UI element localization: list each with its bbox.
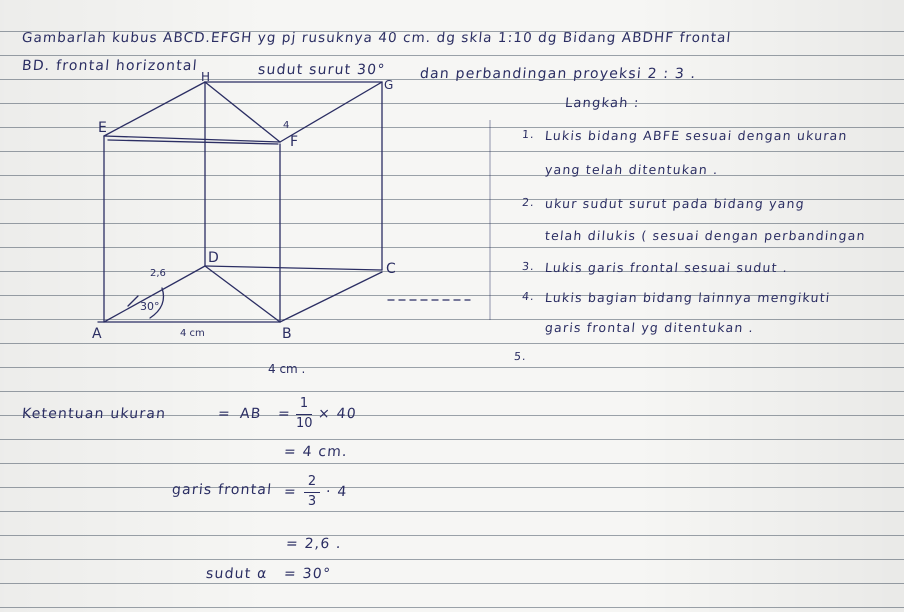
- edge-bc: [279, 271, 383, 323]
- step-3-line-1: Lukis garis frontal sesuai sudut .: [544, 260, 789, 275]
- step-4-line-1: Lukis bagian bidang lainnya mengikuti: [544, 290, 832, 305]
- calc-eq-1: =: [217, 406, 232, 422]
- vertex-f-label: F: [290, 134, 299, 150]
- calc-frontal-rhs: · 4: [325, 484, 349, 500]
- frac1-numerator: 1: [299, 396, 309, 411]
- ab-length-label: 4 cm: [180, 328, 205, 339]
- step-1-line-2: yang telah ditentukan .: [544, 162, 720, 177]
- bottom-length-label: 4 cm .: [268, 362, 306, 376]
- calc-eq-2: =: [277, 406, 292, 422]
- vertex-h-label: H: [201, 70, 211, 84]
- step-4-num: 4.: [521, 290, 536, 303]
- step-1-num: 1.: [521, 128, 536, 141]
- edge-fg: [279, 81, 383, 143]
- vertex-b-label: B: [282, 326, 292, 342]
- edge-ef: [103, 135, 281, 143]
- step-4-line-2: garis frontal yg ditentukan .: [544, 320, 755, 335]
- vertex-c-label: C: [386, 261, 396, 277]
- edge-db: [204, 265, 281, 323]
- step-3-num: 3.: [521, 260, 536, 273]
- calc-heading: Ketentuan ukuran: [21, 406, 167, 422]
- step-2-num: 2.: [521, 196, 536, 209]
- step-1-line-1: Lukis bidang ABFE sesuai dengan ukuran: [544, 128, 849, 143]
- vertex-g-label: G: [384, 78, 394, 92]
- frac2-bar: [304, 492, 320, 493]
- edge-ad: [103, 265, 206, 323]
- calc-angle-value: = 30°: [283, 566, 332, 582]
- edge-hf: [204, 81, 281, 143]
- frac1-bar: [296, 414, 312, 415]
- calc-angle-label: sudut α: [205, 566, 269, 582]
- edge-dc: [204, 265, 383, 271]
- vertex-d-label: D: [208, 250, 219, 266]
- frac2-denominator: 3: [307, 494, 317, 509]
- vertex-a-label: A: [92, 326, 102, 342]
- calc-ab-result: = 4 cm.: [283, 444, 349, 460]
- inner-line: [107, 139, 279, 145]
- angle-label: 30°: [140, 300, 160, 313]
- vertex-e-label: E: [98, 120, 107, 136]
- calc-frontal-label: garis frontal: [171, 482, 273, 498]
- step-2-line-2: telah dilukis ( sesuai dengan perbanding…: [544, 228, 867, 243]
- steps-title: Langkah :: [564, 96, 641, 111]
- edge-eh: [103, 81, 206, 137]
- calc-ab-rhs: × 40: [317, 406, 358, 422]
- angle-mark: [127, 295, 139, 307]
- calc-eq-3: =: [283, 484, 298, 500]
- angle-arc: [149, 287, 165, 319]
- step-2-line-1: ukur sudut surut pada bidang yang: [544, 196, 806, 211]
- diag-length-label: 2,6: [150, 268, 166, 279]
- calc-ab-lhs: AB: [239, 406, 263, 422]
- step-5-num: 5.: [513, 350, 528, 363]
- calc-frontal-result: = 2,6 .: [285, 536, 343, 552]
- f-height-mark: 4: [283, 120, 290, 131]
- frac1-denominator: 10: [296, 416, 313, 431]
- frac2-numerator: 2: [307, 474, 317, 489]
